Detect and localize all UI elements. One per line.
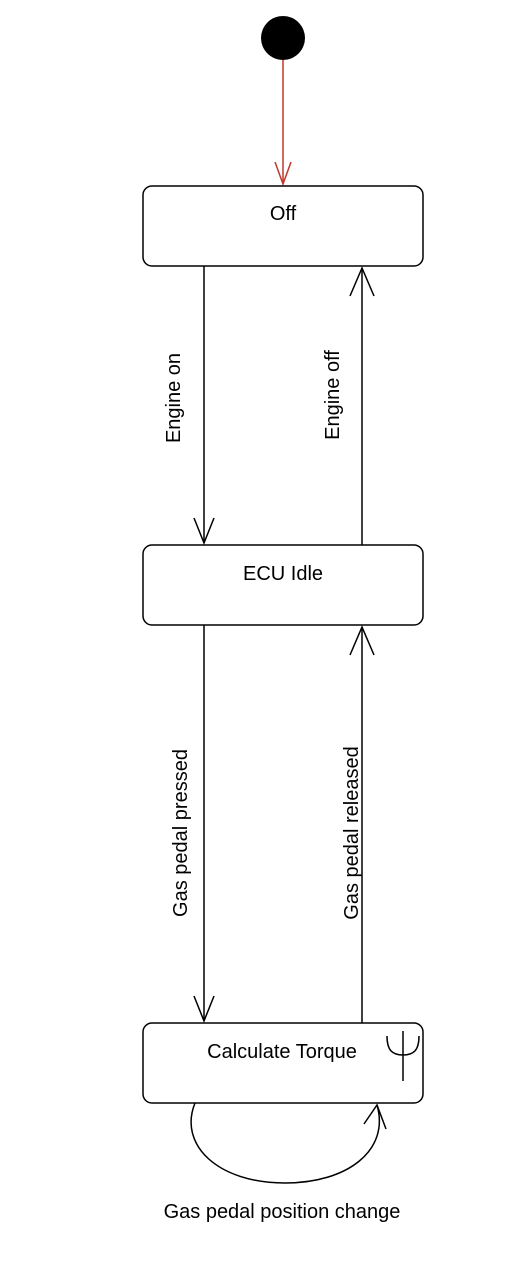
transition-engine-on: Engine on xyxy=(163,266,215,546)
state-off-label: Off xyxy=(270,203,297,225)
transition-engine-off: Engine off xyxy=(322,266,375,545)
initial-transition xyxy=(274,60,292,187)
transition-engine-off-label: Engine off xyxy=(322,350,344,440)
transition-gas-pedal-pressed: Gas pedal pressed xyxy=(170,625,215,1024)
transition-gas-pedal-released-label: Gas pedal released xyxy=(341,746,363,919)
transition-engine-on-label: Engine on xyxy=(163,353,185,443)
transition-gas-pedal-position-change: Gas pedal position change xyxy=(164,1102,401,1223)
trident-icon xyxy=(386,1031,420,1081)
state-ecu-idle: ECU Idle xyxy=(142,544,424,626)
state-calculate-torque: Calculate Torque xyxy=(142,1022,424,1104)
state-ecu-idle-label: ECU Idle xyxy=(243,563,323,585)
state-off: Off xyxy=(142,185,424,267)
transition-gas-pedal-released: Gas pedal released xyxy=(341,625,375,1023)
state-calculate-torque-label: Calculate Torque xyxy=(207,1041,357,1063)
transition-gas-pedal-position-change-label: Gas pedal position change xyxy=(164,1201,401,1223)
transition-gas-pedal-pressed-label: Gas pedal pressed xyxy=(170,749,192,917)
initial-node xyxy=(261,16,305,60)
